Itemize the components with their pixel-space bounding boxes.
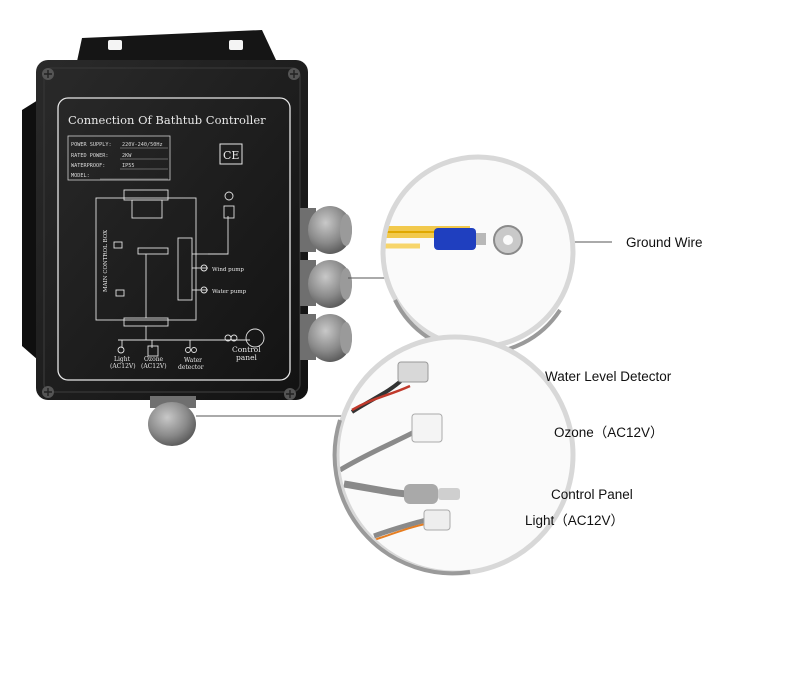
ground-wire-label: Ground Wire — [626, 235, 703, 250]
ozone-label: Ozone — [144, 356, 164, 363]
water-level-sensor — [397, 361, 429, 383]
mounting-bracket — [76, 30, 276, 66]
light-callout-label: Light（AC12V） — [525, 513, 624, 528]
wind-pump-label: Wind pump — [212, 267, 244, 273]
water-detector-label-2: detector — [178, 364, 204, 371]
terminal-sleeve — [434, 228, 476, 250]
wiring-diagram — [95, 189, 265, 357]
spec-value: IP55 — [122, 163, 135, 169]
main-control-box-label: MAIN CONTROL BOX — [103, 230, 109, 292]
connectors-detail — [332, 334, 576, 576]
spec-value: 220V-240/50Hz — [122, 142, 163, 148]
ozone-voltage-label: (AC12V) — [141, 363, 167, 370]
mount-hole-left — [108, 40, 122, 50]
controller-housing — [36, 60, 308, 400]
control-panel-label-2: panel — [236, 353, 258, 362]
light-voltage-label: (AC12V) — [110, 363, 136, 370]
ozone-plug — [411, 413, 443, 443]
cable-gland — [300, 314, 352, 362]
water-level-detector-label: Water Level Detector — [545, 369, 672, 384]
spec-key: RATED POWER: — [71, 153, 108, 159]
panel-title: Connection Of Bathtub Controller — [68, 113, 266, 127]
control-panel-label: Control — [232, 345, 261, 354]
spec-key: POWER SUPPLY: — [71, 142, 112, 148]
control-panel-callout-label: Control Panel — [551, 487, 633, 502]
controller-box: Connection Of Bathtub Controller POWER S… — [22, 30, 352, 446]
ce-mark: CE — [223, 149, 239, 162]
spec-key: MODEL: — [71, 173, 90, 179]
spec-table: POWER SUPPLY: 220V-240/50Hz RATED POWER:… — [67, 135, 171, 181]
control-panel-plug — [404, 484, 438, 504]
light-label: Light — [114, 356, 131, 363]
water-pump-label: Water pump — [212, 289, 247, 295]
screw-icon — [42, 68, 300, 400]
mount-hole-right — [229, 40, 243, 50]
ce-mark-box — [219, 143, 243, 165]
spec-key: WATERPROOF: — [71, 163, 105, 169]
cable-gland-bottom — [148, 396, 196, 446]
ground-wire-detail — [380, 154, 576, 356]
spec-value: 2KW — [122, 153, 132, 159]
printed-panel-border — [57, 97, 291, 381]
ozone-callout-label: Ozone（AC12V） — [554, 425, 664, 440]
cable-gland — [300, 206, 352, 254]
cable-gland — [300, 260, 352, 308]
light-plug — [423, 509, 451, 531]
water-detector-label: Water — [184, 357, 202, 364]
